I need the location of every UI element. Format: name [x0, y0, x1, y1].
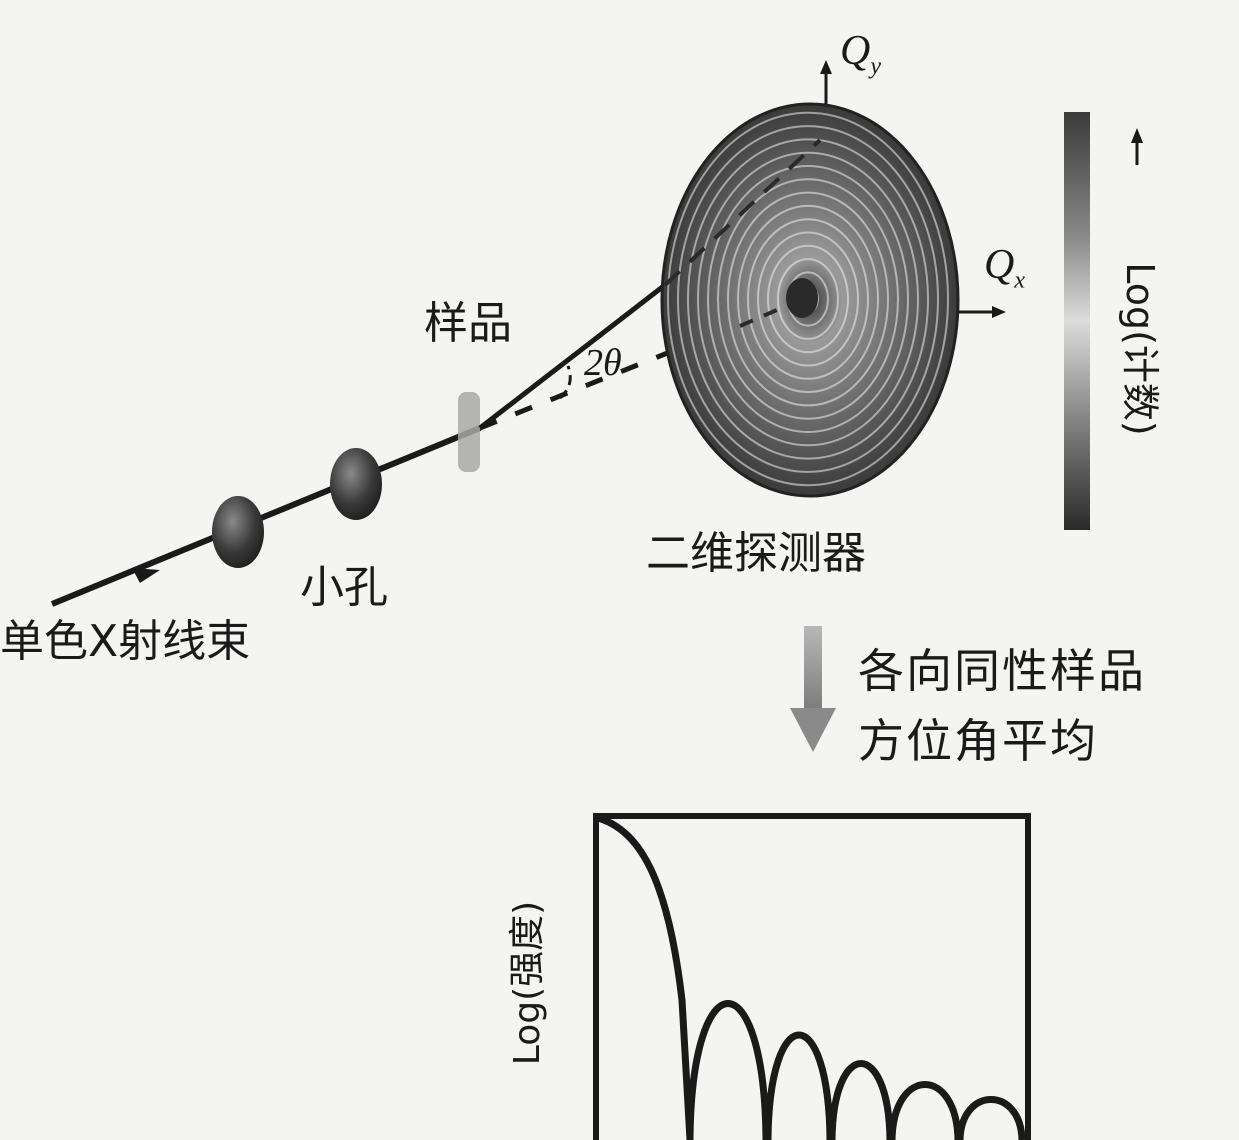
pinhole-2 [330, 448, 382, 520]
qx-label: Qx [984, 244, 1025, 292]
qy-subscript: y [870, 53, 881, 80]
qx-symbol: Q [984, 242, 1015, 288]
scattering-ring [687, 138, 929, 460]
scattering-ring [697, 151, 919, 447]
scattering-ring [757, 231, 859, 367]
scattering-ring [727, 191, 889, 407]
qx-subscript: x [1014, 267, 1025, 294]
colorbar-arrow-icon [1131, 128, 1143, 143]
scattering-angle-arc [558, 365, 572, 400]
arrow-down-icon [790, 626, 836, 752]
qy-label: Qy [840, 30, 881, 78]
scattering-ring [767, 244, 849, 354]
arrow-right-icon [132, 568, 160, 583]
colorbar-label: Log(计数) [1118, 262, 1162, 436]
scattering-ring [677, 125, 939, 473]
sample-label: 样品 [424, 298, 512, 349]
scattering-ring [717, 178, 899, 420]
scattering-ring [707, 165, 909, 433]
incident-beam [50, 425, 482, 607]
pinhole-label: 小孔 [300, 562, 388, 613]
detector-label: 二维探测器 [646, 528, 866, 579]
qy-symbol: Q [840, 28, 871, 74]
plot-ylabel: Log(强度) [507, 900, 548, 1066]
scattering-angle-label: 2θ [584, 342, 622, 384]
scattering-ring [667, 111, 949, 487]
scattering-ring [747, 218, 869, 380]
direct-beam-to-center [739, 298, 801, 328]
plot-frame [593, 813, 1031, 1140]
2d-detector [660, 102, 960, 498]
averaging-step-line1: 各向同性样品 [858, 644, 1146, 698]
scattered-beam [478, 283, 667, 430]
pinhole-1 [212, 496, 264, 568]
intensity-curve [596, 814, 1026, 1140]
qx-arrow-icon [992, 306, 1006, 318]
qy-arrow-icon [820, 60, 832, 74]
intensity-profile-plot [593, 813, 1031, 1140]
averaging-step-line2: 方位角平均 [858, 714, 1098, 768]
beam-label: 单色X射线束 [0, 616, 251, 667]
scattering-ring [737, 204, 879, 394]
sample [458, 392, 480, 472]
scattered-beam-on-detector [663, 138, 822, 287]
scattering-ring [777, 258, 839, 340]
colorbar [1064, 112, 1090, 530]
